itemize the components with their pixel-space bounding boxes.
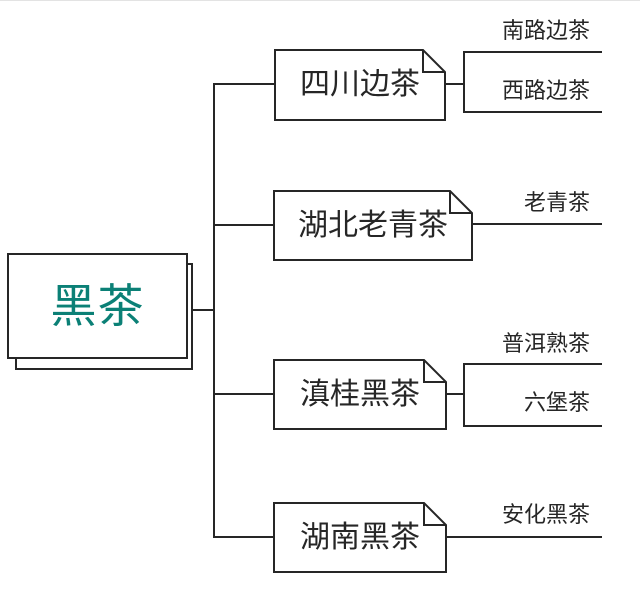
root-node-label: 黑茶 [50, 280, 145, 332]
leaf-label-puer-shucha[interactable]: 普洱熟茶 [501, 331, 590, 356]
connector-branch-3-vertical [463, 363, 465, 427]
branch-node-sichuan-biancha[interactable]: 四川边茶 [274, 49, 446, 121]
leaf-label-xilu-biancha[interactable]: 西路边茶 [501, 78, 590, 103]
connector-trunk-to-branch-1 [213, 83, 275, 85]
leaf-underline-laoqingcha [471, 223, 602, 225]
folded-corner-icon [449, 190, 473, 214]
connector-branch-3-to-leaves [445, 393, 465, 395]
branch-node-hunan-heicha[interactable]: 湖南黑茶 [273, 502, 447, 573]
root-node[interactable]: 黑茶 [7, 253, 188, 359]
connector-trunk-to-branch-2 [213, 224, 274, 226]
leaf-label-laoqingcha[interactable]: 老青茶 [523, 190, 590, 215]
leaf-underline-xilu-biancha [463, 111, 602, 113]
branch-node-label: 湖北老青茶 [298, 208, 448, 242]
connector-branch-1-to-leaves [444, 83, 465, 85]
branch-node-label: 滇桂黑茶 [300, 377, 420, 411]
folded-corner-icon [423, 502, 447, 526]
leaf-underline-nanlu-biancha [463, 51, 602, 53]
window-top-border [0, 0, 640, 1]
connector-branch-1-vertical [463, 51, 465, 113]
branch-node-label: 湖南黑茶 [300, 520, 420, 554]
connector-trunk-to-branch-3 [213, 393, 274, 395]
branch-node-label: 四川边茶 [300, 68, 420, 101]
branch-node-diangui-heicha[interactable]: 滇桂黑茶 [273, 359, 447, 430]
leaf-label-nanlu-biancha[interactable]: 南路边茶 [501, 18, 590, 43]
leaf-label-anhua-heicha[interactable]: 安化黑茶 [501, 502, 590, 527]
folded-corner-icon [423, 359, 447, 383]
leaf-label-liubaocha[interactable]: 六堡茶 [523, 390, 590, 415]
leaf-underline-liubaocha [463, 425, 602, 427]
branch-node-hubei-laoqingcha[interactable]: 湖北老青茶 [273, 190, 473, 261]
leaf-underline-puer-shucha [463, 363, 602, 365]
connector-trunk-vertical [213, 83, 215, 538]
connector-root-to-trunk [193, 309, 214, 311]
leaf-underline-anhua-heicha [445, 536, 602, 538]
connector-trunk-to-branch-4 [213, 536, 274, 538]
folded-corner-icon [422, 49, 446, 73]
